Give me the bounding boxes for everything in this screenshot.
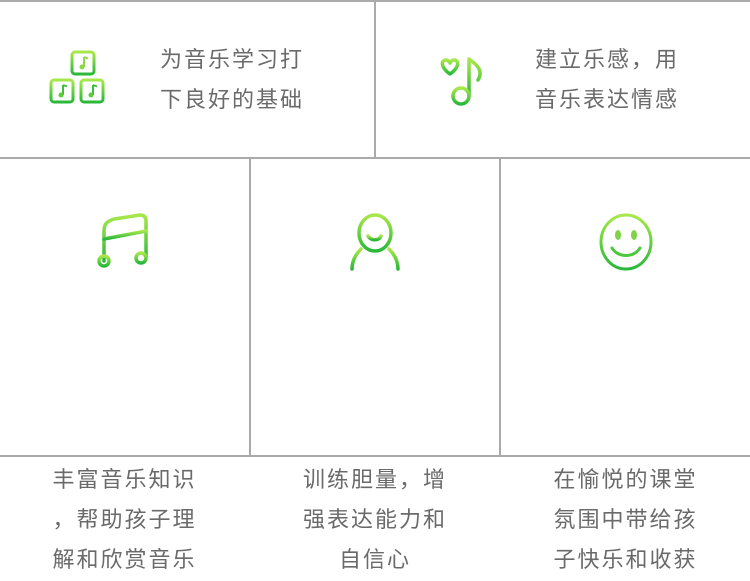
text-line: 为音乐学习打 [160, 48, 305, 73]
smiley-icon [599, 213, 653, 271]
divider [0, 157, 750, 159]
feature-text: 建立乐感，用 音乐表达情感 [535, 41, 679, 121]
feature-text: 训练胆量，增 强表达能力和 自信心 [251, 461, 499, 581]
text-line: 解和欣赏音乐 [52, 548, 197, 573]
text-line: 音乐表达情感 [535, 88, 680, 113]
feature-text: 丰富音乐知识 ，帮助孩子理 解和欣赏音乐 [0, 461, 249, 581]
music-notes-icon [97, 213, 148, 268]
feature-text: 为音乐学习打 下良好的基础 [160, 41, 304, 121]
feature-card-musicality: 建立乐感，用 音乐表达情感 [376, 0, 750, 157]
text-line: 自信心 [338, 548, 411, 573]
text-line: 下良好的基础 [160, 88, 305, 113]
feature-card-knowledge: 丰富音乐知识 ，帮助孩子理 解和欣赏音乐 [0, 159, 249, 573]
feature-card-foundation: 为音乐学习打 下良好的基础 [0, 0, 374, 157]
feature-card-happiness: 在愉悦的课堂 氛围中带给孩 子快乐和收获 [501, 159, 750, 573]
text-line: 训练胆量，增 [302, 468, 447, 493]
divider [0, 455, 750, 457]
music-blocks-icon [49, 50, 105, 104]
text-line: 氛围中带给孩 [553, 508, 698, 533]
divider [249, 158, 251, 456]
feature-text: 在愉悦的课堂 氛围中带给孩 子快乐和收获 [501, 461, 750, 581]
text-line: 强表达能力和 [302, 508, 447, 533]
heart-music-note-icon [440, 57, 482, 106]
divider [374, 0, 376, 158]
person-icon [350, 213, 400, 271]
divider [499, 158, 501, 456]
text-line: ，帮助孩子理 [52, 508, 197, 533]
feature-card-confidence: 训练胆量，增 强表达能力和 自信心 [251, 159, 499, 573]
text-line: 丰富音乐知识 [52, 468, 197, 493]
text-line: 建立乐感，用 [535, 48, 680, 73]
text-line: 子快乐和收获 [553, 548, 698, 573]
text-line: 在愉悦的课堂 [553, 468, 698, 493]
